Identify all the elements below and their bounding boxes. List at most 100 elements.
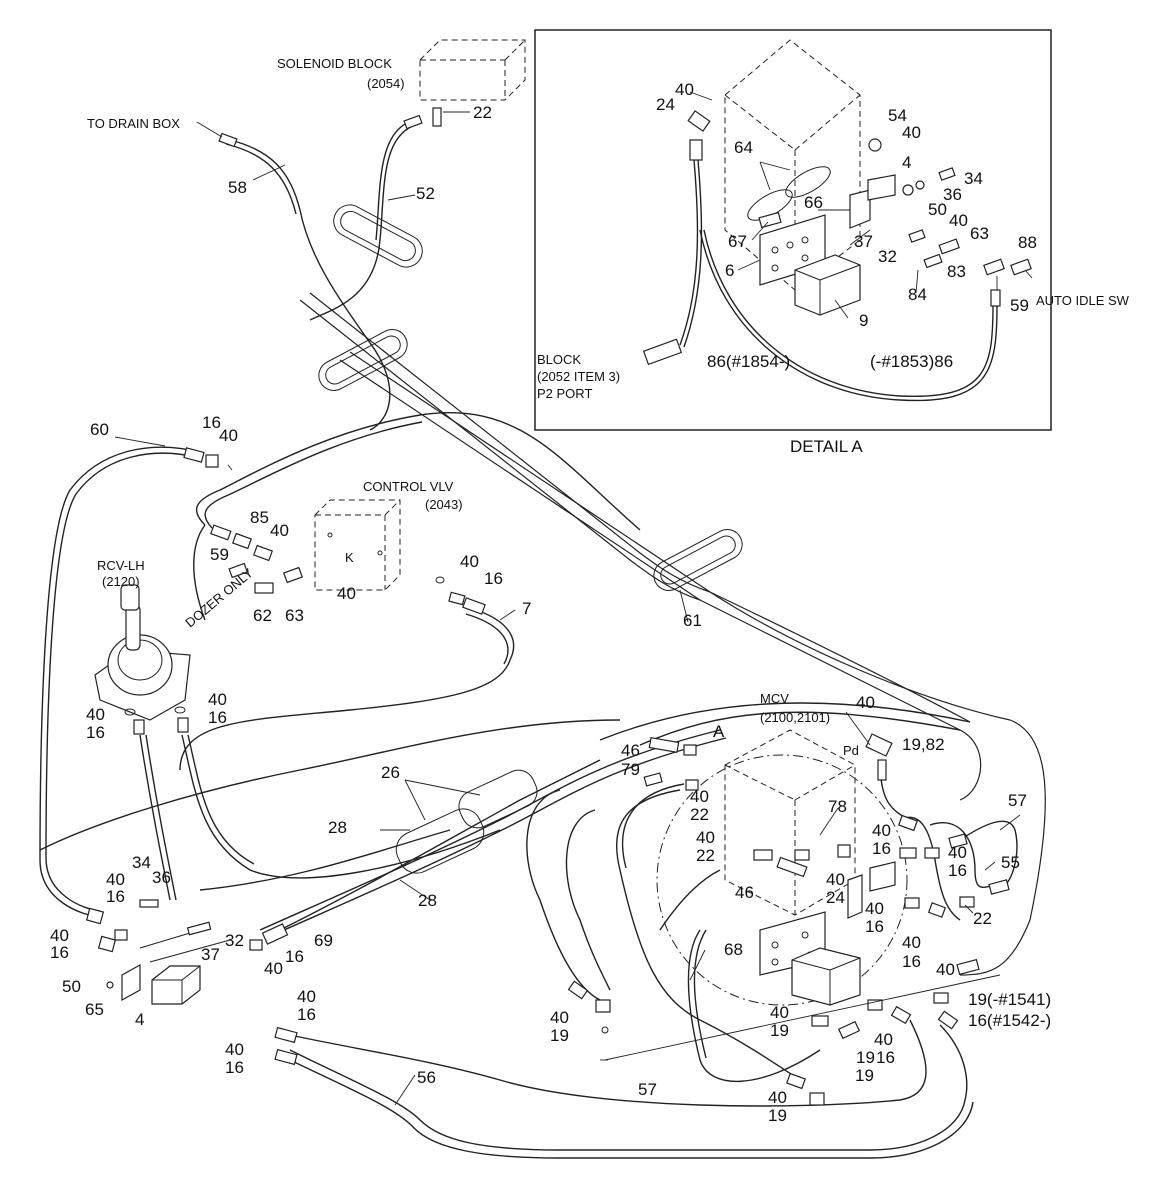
callout: 40 (550, 1008, 569, 1027)
label-detail-a: DETAIL A (790, 437, 863, 456)
mcv-plate (759, 911, 861, 1006)
callout: 28 (328, 818, 347, 837)
callout: 40 (219, 426, 238, 445)
label-item-16-new: 16(#1542-) (968, 1011, 1051, 1030)
hose-58 (229, 139, 391, 431)
hose-61 (299, 299, 982, 801)
callout: 40 (106, 870, 125, 889)
callout: 28 (418, 891, 437, 910)
callout: 40 (826, 870, 845, 889)
callout: 19 (855, 1066, 874, 1085)
callout: 40 (337, 584, 356, 603)
callout: 68 (724, 940, 743, 959)
callout: 16 (297, 1005, 316, 1024)
callout: 9 (859, 311, 868, 330)
callout: 57 (638, 1080, 657, 1099)
label-k: K (345, 550, 354, 565)
control-valve (314, 499, 401, 591)
callout: 61 (683, 611, 702, 630)
callout: 40 (856, 693, 875, 712)
callout: 4 (902, 153, 911, 172)
label-solenoid-block: SOLENOID BLOCK (277, 56, 392, 71)
mcv-bracket-24 (847, 861, 896, 919)
callout: 40 (865, 899, 884, 918)
detail-hose-86-new (679, 159, 699, 346)
detail-hose-86-old (699, 229, 998, 402)
callout: 22 (973, 909, 992, 928)
callout: 62 (253, 606, 272, 625)
callout: 57 (1008, 791, 1027, 810)
callout: 40 (768, 1088, 787, 1107)
callout: 34 (132, 853, 151, 872)
callout: 40 (770, 1003, 789, 1022)
hose-7 (179, 607, 515, 771)
main-leaders (114, 111, 1021, 1106)
callout: 19 (856, 1048, 875, 1067)
label-mcv-ref: (2100,2101) (760, 710, 830, 725)
solenoid-block (419, 39, 526, 127)
callout: 69 (314, 931, 333, 950)
callout: 40 (872, 821, 891, 840)
callout: 34 (964, 169, 983, 188)
annotation-labels: SOLENOID BLOCK (2054) TO DRAIN BOX CONTR… (87, 56, 1130, 1030)
label-block: BLOCK (537, 352, 581, 367)
callout: 16 (865, 917, 884, 936)
dozer-fittings (210, 524, 466, 606)
callout: 22 (473, 103, 492, 122)
label-block-ref: (2052 ITEM 3) (537, 369, 620, 384)
callout: 56 (417, 1068, 436, 1087)
callout: 54 (888, 106, 907, 125)
callout: 40 (50, 926, 69, 945)
label-mcv: MCV (760, 691, 789, 706)
callout: 32 (225, 931, 244, 950)
callout: 52 (416, 184, 435, 203)
callout: 7 (522, 599, 531, 618)
label-rcv-lh: RCV-LH (97, 558, 145, 573)
callout: 22 (696, 846, 715, 865)
callout: 67 (728, 232, 747, 251)
detail-block-outline (724, 39, 861, 291)
callout: 40 (690, 787, 709, 806)
detail-a-frame (534, 29, 1052, 431)
callout: 40 (874, 1030, 893, 1049)
callout: 63 (970, 224, 989, 243)
callout: 55 (1001, 853, 1020, 872)
callout: 16 (202, 413, 221, 432)
label-dozer-only: DOZER ONLY (182, 565, 256, 630)
callout: 24 (656, 95, 675, 114)
callout: 16 (106, 887, 125, 906)
callout: 40 (696, 828, 715, 847)
callout: 40 (297, 987, 316, 1006)
callout: 65 (85, 1000, 104, 1019)
hose-68 (616, 789, 801, 1081)
callout: 24 (826, 888, 845, 907)
callout: 58 (228, 178, 247, 197)
detail-fittings (687, 110, 1032, 276)
hose-28 (259, 729, 721, 931)
detail-box-9 (794, 254, 861, 316)
callout: 16 (948, 861, 967, 880)
callout: 36 (943, 185, 962, 204)
callout: 4 (135, 1010, 144, 1029)
label-pd: Pd (843, 743, 859, 758)
callout: 59 (210, 545, 229, 564)
label-rcv-lh-ref: (2120) (102, 574, 140, 589)
label-item-19-82: 19,82 (902, 735, 945, 754)
callout: 19 (770, 1021, 789, 1040)
callout: 40 (264, 959, 283, 978)
hose-57-bottom (687, 929, 821, 1083)
label-control-vlv-ref: (2043) (425, 497, 463, 512)
callout: 32 (878, 247, 897, 266)
callout: 16 (876, 1048, 895, 1067)
label-auto-idle-sw: AUTO IDLE SW (1036, 293, 1130, 308)
callout: 16 (86, 723, 105, 742)
callout: 83 (947, 262, 966, 281)
mcv-fittings (567, 733, 1010, 1106)
callout: 16 (484, 569, 503, 588)
callout: 40 (460, 552, 479, 571)
callout: 40 (270, 521, 289, 540)
callout: 88 (1018, 233, 1037, 252)
label-item-19-old: 19(-#1541) (968, 990, 1051, 1009)
callout: 19 (768, 1106, 787, 1125)
